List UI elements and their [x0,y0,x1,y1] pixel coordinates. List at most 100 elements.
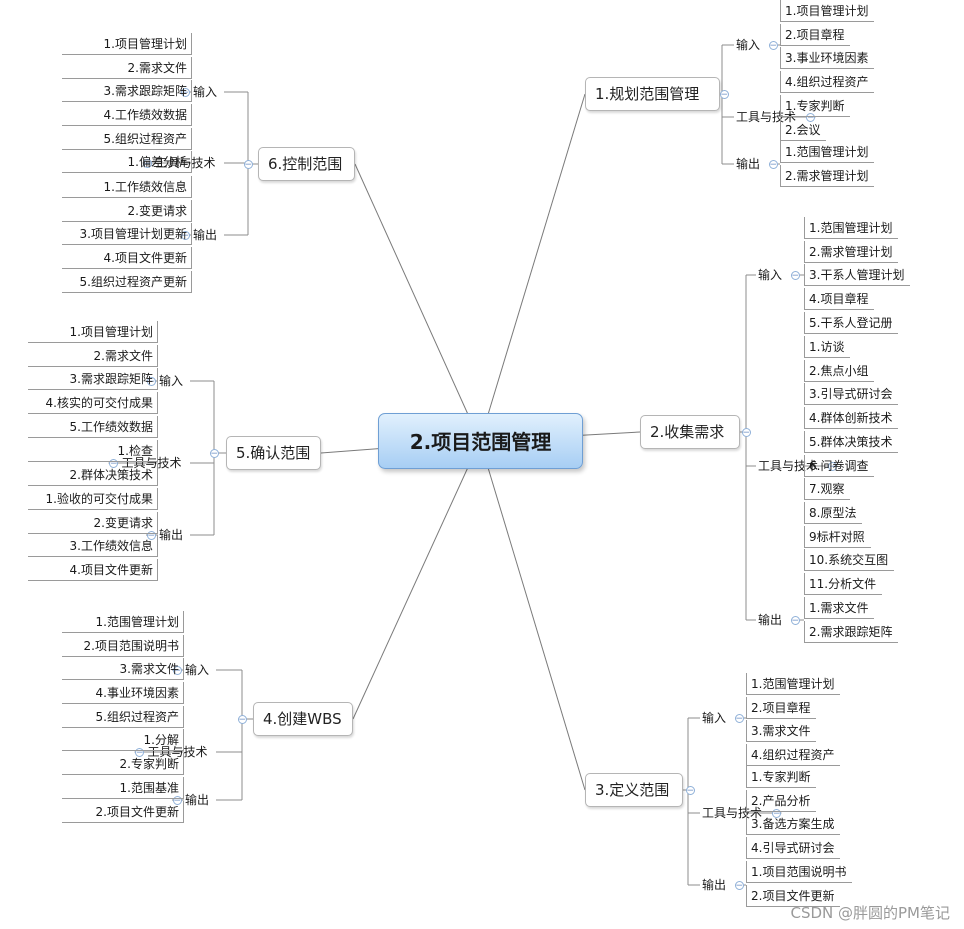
group-label[interactable]: 输出 [736,157,761,171]
leaf-node[interactable]: 4.事业环境因素 [62,682,184,705]
leaf-node[interactable]: 2.专家判断 [62,752,184,775]
group-label[interactable]: 输出 [193,228,218,242]
collapse-icon[interactable]: − [180,230,190,241]
branch-topic-4[interactable]: 4.创建WBS [253,702,353,736]
leaf-node[interactable]: 1.项目管理计划 [28,321,158,343]
leaf-node[interactable]: 2.需求文件 [28,344,158,367]
leaf-node[interactable]: 11.分析文件 [804,573,883,595]
leaf-node[interactable]: 2.群体决策技术 [28,463,158,486]
group-label[interactable]: 输入 [185,663,210,677]
leaf-node[interactable]: 1.需求文件 [804,597,875,619]
collapse-icon[interactable]: − [828,461,837,472]
group-label[interactable]: 工具与技术 [736,110,797,124]
collapse-icon[interactable]: − [806,112,815,123]
leaf-node[interactable]: 1.范围管理计划 [746,673,841,695]
leaf-node[interactable]: 1.项目管理计划 [62,33,192,55]
leaf-node[interactable]: 8.原型法 [804,501,863,524]
leaf-node[interactable]: 2.项目文件更新 [62,800,184,823]
leaf-node[interactable]: 4.工作绩效数据 [62,104,192,127]
branch-topic-3[interactable]: 3.定义范围 [585,773,683,807]
collapse-icon[interactable]: − [790,270,800,281]
leaf-node[interactable]: 3.项目管理计划更新 [62,223,192,246]
group-label[interactable]: 工具与技术 [121,456,182,470]
group-label[interactable]: 输出 [185,793,210,807]
leaf-node[interactable]: 1.检查 [28,440,158,462]
collapse-icon[interactable]: − [685,785,695,796]
group-label[interactable]: 工具与技术 [155,156,216,170]
leaf-node[interactable]: 5.组织过程资产 [62,705,184,728]
leaf-node[interactable]: 2.需求文件 [62,56,192,79]
group-label[interactable]: 工具与技术 [702,806,763,820]
collapse-icon[interactable]: − [790,615,800,626]
collapse-icon[interactable]: − [172,795,182,806]
leaf-node[interactable]: 2.项目范围说明书 [62,634,184,657]
leaf-node[interactable]: 3.引导式研讨会 [804,383,899,406]
branch-topic-2[interactable]: 2.收集需求 [640,415,740,449]
leaf-node[interactable]: 5.群体决策技术 [804,430,899,453]
leaf-node[interactable]: 2.需求管理计划 [804,240,899,263]
leaf-node[interactable]: 4.项目章程 [804,288,875,311]
leaf-node[interactable]: 2.项目文件更新 [746,884,841,907]
leaf-node[interactable]: 3.干系人管理计划 [804,264,911,287]
leaf-node[interactable]: 1.专家判断 [746,766,817,788]
leaf-node[interactable]: 2.会议 [780,118,827,141]
collapse-icon[interactable]: − [734,880,744,891]
collapse-icon[interactable]: − [135,747,144,758]
collapse-icon[interactable]: − [741,427,751,438]
leaf-node[interactable]: 4.项目文件更新 [28,559,158,582]
collapse-icon[interactable]: − [146,376,156,387]
leaf-node[interactable]: 10.系统交互图 [804,549,895,572]
group-label[interactable]: 工具与技术 [758,459,819,473]
leaf-node[interactable]: 2.项目章程 [746,696,817,719]
leaf-node[interactable]: 2.需求跟踪矩阵 [804,620,899,643]
leaf-node[interactable]: 3.工作绩效信息 [28,535,158,558]
leaf-node[interactable]: 2.产品分析 [746,789,817,812]
leaf-node[interactable]: 1.分解 [62,729,184,751]
collapse-icon[interactable]: − [180,87,190,98]
leaf-node[interactable]: 1.专家判断 [780,95,851,117]
leaf-node[interactable]: 2.焦点小组 [804,359,875,382]
leaf-node[interactable]: 1.项目管理计划 [780,0,875,22]
group-label[interactable]: 输入 [193,85,218,99]
leaf-node[interactable]: 5.工作绩效数据 [28,415,158,438]
collapse-icon[interactable]: − [109,458,118,469]
leaf-node[interactable]: 2.变更请求 [28,511,158,534]
leaf-node[interactable]: 1.范围管理计划 [780,141,875,163]
leaf-node[interactable]: 4.核实的可交付成果 [28,392,158,415]
collapse-icon[interactable]: − [768,159,778,170]
group-label[interactable]: 输入 [702,711,727,725]
leaf-node[interactable]: 7.观察 [804,478,851,501]
group-label[interactable]: 输入 [159,374,184,388]
group-label[interactable]: 输出 [758,613,783,627]
collapse-icon[interactable]: − [172,665,182,676]
group-label[interactable]: 输入 [758,268,783,282]
leaf-node[interactable]: 5.组织过程资产 [62,127,192,150]
group-label[interactable]: 输出 [702,878,727,892]
leaf-node[interactable]: 5.干系人登记册 [804,311,899,334]
leaf-node[interactable]: 3.备选方案生成 [746,813,841,836]
leaf-node[interactable]: 1.范围管理计划 [804,217,899,239]
collapse-icon[interactable]: − [772,808,781,819]
leaf-node[interactable]: 2.需求管理计划 [780,164,875,187]
collapse-icon[interactable]: − [243,159,253,170]
group-label[interactable]: 输出 [159,528,184,542]
leaf-node[interactable]: 4.组织过程资产 [780,71,875,94]
collapse-icon[interactable]: − [768,40,778,51]
leaf-node[interactable]: 1.验收的可交付成果 [28,488,158,510]
collapse-icon[interactable]: − [237,714,247,725]
group-label[interactable]: 工具与技术 [147,745,208,759]
leaf-node[interactable]: 1.偏差分析 [62,151,192,173]
leaf-node[interactable]: 3.需求文件 [62,658,184,681]
collapse-icon[interactable]: − [143,158,152,169]
group-label[interactable]: 输入 [736,38,761,52]
leaf-node[interactable]: 4.引导式研讨会 [746,837,841,860]
leaf-node[interactable]: 2.变更请求 [62,199,192,222]
root-topic[interactable]: 2.项目范围管理 [378,413,583,469]
leaf-node[interactable]: 2.项目章程 [780,23,851,46]
branch-topic-6[interactable]: 6.控制范围 [258,147,355,181]
leaf-node[interactable]: 1.范围基准 [62,777,184,799]
branch-topic-1[interactable]: 1.规划范围管理 [585,77,720,111]
leaf-node[interactable]: 4.项目文件更新 [62,247,192,270]
leaf-node[interactable]: 3.需求文件 [746,720,817,743]
collapse-icon[interactable]: − [734,713,744,724]
